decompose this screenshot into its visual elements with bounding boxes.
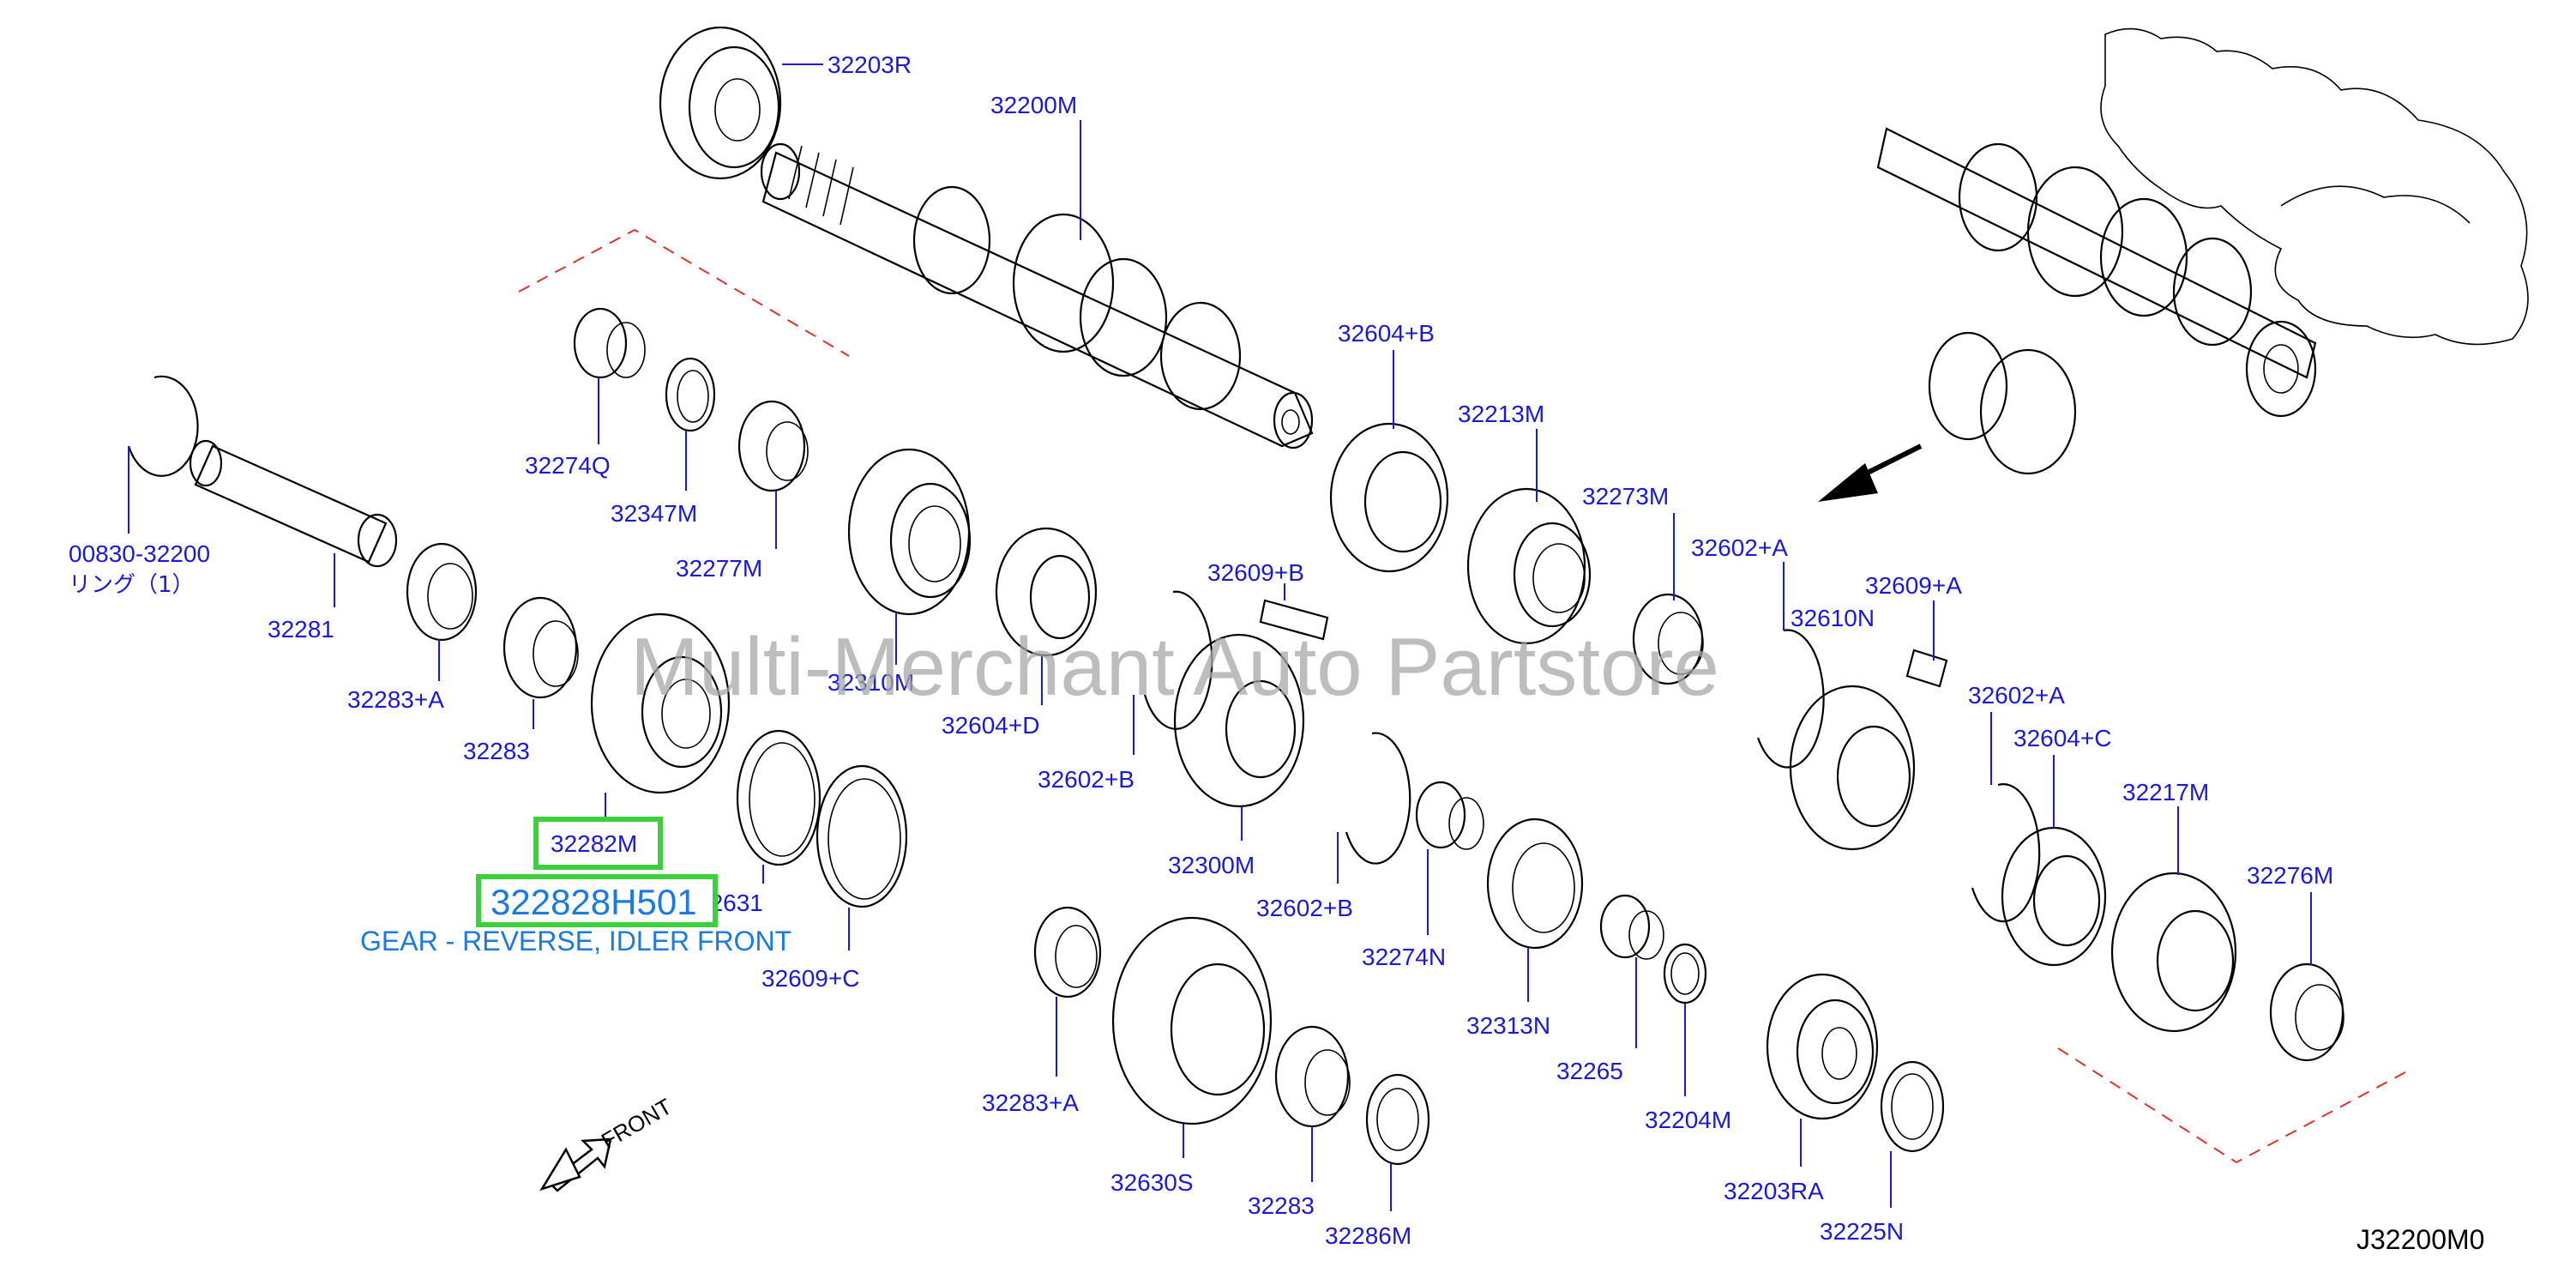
snap-ring-32602a-lower[interactable]	[1971, 783, 2041, 923]
label-32203r[interactable]: 32203R	[828, 51, 912, 78]
cone-32313n[interactable]	[1486, 817, 1584, 950]
diagram-code: J32200M0	[2356, 1224, 2484, 1255]
label-32602a-upper[interactable]: 32602+A	[1691, 534, 1788, 561]
highlight-part-number[interactable]: 322828H501	[491, 882, 697, 922]
label-32609a[interactable]: 32609+A	[1865, 572, 1962, 599]
needle-bearing-32276m[interactable]	[2269, 962, 2344, 1062]
leader-lines	[128, 63, 2312, 1211]
label-32274q[interactable]: 32274Q	[525, 452, 611, 479]
bearing-32203r[interactable]	[659, 26, 782, 180]
sync-hub-32604b[interactable]	[1329, 422, 1449, 573]
label-32283-lower[interactable]: 32283	[1248, 1192, 1315, 1219]
gear-32630s[interactable]	[1111, 916, 1273, 1125]
washer-32347m[interactable]	[665, 357, 716, 432]
highlighted-part[interactable]: 32282M 322828H501 GEAR - REVERSE, IDLER …	[360, 793, 791, 956]
label-00830-32200[interactable]: 00830-32200	[69, 540, 210, 567]
label-32604b[interactable]: 32604+B	[1338, 320, 1435, 347]
gear-32610n[interactable]	[1789, 685, 1916, 851]
dashed-group-bracket-left	[518, 228, 850, 357]
label-32313n[interactable]: 32313N	[1466, 1012, 1550, 1039]
label-32276m[interactable]: 32276M	[2247, 862, 2333, 889]
label-32265[interactable]: 32265	[1556, 1058, 1623, 1084]
highlight-part-ref[interactable]: 32282M	[551, 830, 637, 857]
label-32602b-upper[interactable]: 32602+B	[1038, 766, 1135, 793]
label-32609b[interactable]: 32609+B	[1207, 559, 1304, 586]
label-32203ra[interactable]: 32203RA	[1724, 1178, 1824, 1204]
label-32273m[interactable]: 32273M	[1582, 483, 1669, 510]
sync-hub-32604c[interactable]	[2001, 826, 2107, 967]
bushing-32274n[interactable]	[1415, 781, 1484, 850]
bushing-32265[interactable]	[1599, 894, 1664, 960]
label-32283-upper[interactable]: 32283	[463, 738, 530, 764]
dashed-group-bracket-right	[2057, 1047, 2406, 1164]
highlight-box-number	[476, 874, 718, 927]
label-32283a-lower[interactable]: 32283+A	[982, 1089, 1079, 1116]
circlip-00830-32200[interactable]	[127, 375, 199, 477]
label-32310m[interactable]: 32310M	[828, 669, 914, 696]
front-label: FRONT	[597, 1093, 677, 1154]
race-32283a-lower[interactable]	[1033, 906, 1102, 998]
part-labels: 32203R 32200M 32604+B 32213M 32273M 3260…	[69, 51, 2333, 1249]
needle-bearing-32283-upper[interactable]	[503, 596, 579, 699]
gear-32310m[interactable]	[847, 448, 972, 616]
label-32213m[interactable]: 32213M	[1458, 401, 1544, 427]
front-indicator: FRONT	[539, 1093, 677, 1192]
label-32610n[interactable]: 32610N	[1791, 605, 1875, 631]
gear-32217m[interactable]	[2110, 872, 2237, 1033]
label-32630s[interactable]: 32630S	[1110, 1169, 1194, 1196]
snap-ring-32602b-lower[interactable]	[1345, 732, 1411, 865]
label-32604c[interactable]: 32604+C	[2013, 725, 2111, 751]
label-32217m[interactable]: 32217M	[2122, 779, 2209, 805]
washer-32286m[interactable]	[1365, 1073, 1430, 1166]
direction-arrow	[1818, 443, 1923, 502]
ring-32609c[interactable]	[816, 764, 908, 908]
label-32300m[interactable]: 32300M	[1168, 852, 1255, 878]
idler-shaft-32281[interactable]	[189, 439, 398, 568]
label-32200m[interactable]: 32200M	[990, 92, 1077, 118]
label-32281[interactable]: 32281	[268, 616, 334, 643]
main-shaft-32200m[interactable]	[760, 142, 1314, 449]
label-32602b-lower[interactable]: 32602+B	[1256, 895, 1353, 921]
label-32347m[interactable]: 32347M	[611, 500, 697, 527]
insert-32609a[interactable]	[1905, 649, 1948, 688]
sync-hub-32604d[interactable]	[995, 527, 1098, 657]
label-32286m[interactable]: 32286M	[1325, 1222, 1411, 1249]
label-32274n[interactable]: 32274N	[1362, 944, 1446, 970]
bushing-32274q[interactable]	[573, 307, 646, 379]
snap-ring-32602a-upper[interactable]	[1756, 629, 1825, 769]
bearing-32203ra[interactable]	[1766, 973, 1879, 1120]
label-32283a-upper[interactable]: 32283+A	[347, 686, 444, 713]
needle-bearing-32283-lower[interactable]	[1274, 1025, 1351, 1128]
label-32602a-lower[interactable]: 32602+A	[1968, 682, 2065, 709]
race-32283a-upper[interactable]	[406, 542, 478, 642]
label-32204m[interactable]: 32204M	[1645, 1107, 1731, 1133]
gear-32300m[interactable]	[1173, 633, 1305, 808]
washer-32225n[interactable]	[1880, 1060, 1945, 1153]
gear-32213m[interactable]	[1466, 487, 1592, 645]
highlight-box-ref	[533, 817, 663, 870]
label-32609c[interactable]: 32609+C	[761, 965, 859, 992]
watermark: Multi-Merchant Auto Partstore	[630, 621, 1719, 713]
label-ring-jp: リング（1）	[69, 572, 195, 598]
ring-32631[interactable]	[736, 729, 822, 866]
snap-ring-32602b-upper[interactable]	[1143, 590, 1213, 730]
label-32225n[interactable]: 32225N	[1820, 1218, 1904, 1245]
needle-bearing-32273m[interactable]	[1632, 593, 1704, 685]
reverse-idler-gear-32282m[interactable]	[590, 612, 731, 794]
assembly-overview	[1876, 27, 2529, 475]
label-32277m[interactable]: 32277M	[676, 555, 762, 582]
washer-32204m[interactable]	[1663, 943, 1707, 1005]
highlight-description: GEAR - REVERSE, IDLER FRONT	[360, 926, 791, 956]
needle-bearing-32277m[interactable]	[737, 400, 809, 492]
insert-32609b[interactable]	[1259, 599, 1329, 641]
label-32604d[interactable]: 32604+D	[942, 712, 1039, 739]
